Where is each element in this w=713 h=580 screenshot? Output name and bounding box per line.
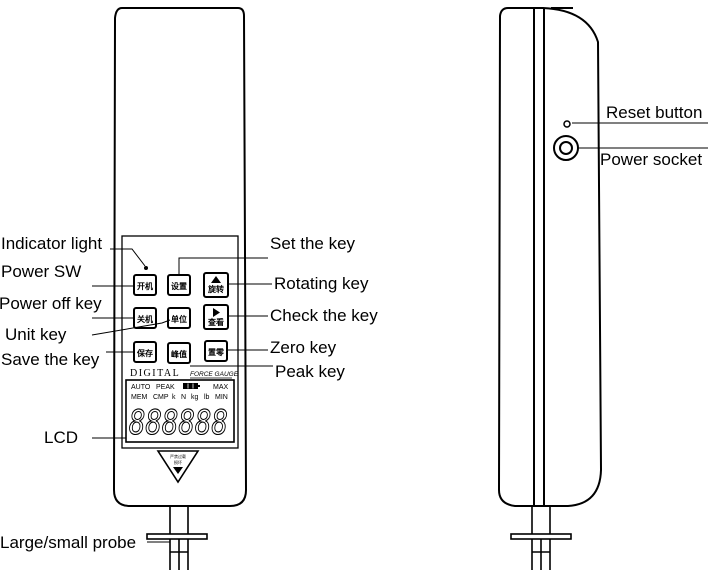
zero-key[interactable]: 置零: [204, 340, 228, 362]
peak-key-label: 峰值: [171, 349, 187, 359]
label-rotating-key: Rotating key: [274, 274, 369, 293]
warning-line2: 损坏: [174, 459, 182, 465]
rotate-key-label: 旋转: [207, 284, 224, 294]
lcd-unit-k: k: [172, 394, 176, 401]
setup-key[interactable]: 设置: [167, 274, 191, 296]
indicator-light-dot: [144, 266, 148, 270]
unit-key-label: 单位: [171, 314, 187, 324]
label-reset-button: Reset button: [606, 103, 702, 122]
triangle-down-icon: [173, 467, 183, 474]
leader-indicator-light: [110, 248, 146, 267]
lcd-unit-n: N: [181, 394, 186, 401]
label-probe: Large/small probe: [0, 533, 136, 552]
warning-triangle: 严禁过载 损坏: [156, 450, 200, 484]
label-power-sw: Power SW: [1, 262, 81, 281]
save-key[interactable]: 保存: [133, 341, 157, 363]
unit-key[interactable]: 单位: [167, 307, 191, 329]
warning-line1: 严禁过载: [170, 453, 186, 459]
lcd-unit-kg: kg: [191, 394, 199, 401]
triangle-right-icon: [213, 308, 220, 317]
lcd-peak: PEAK: [156, 384, 175, 391]
battery-icon: [183, 383, 200, 389]
front-device-body: [112, 7, 248, 507]
power-on-key[interactable]: 开机: [133, 274, 157, 296]
side-probe: [510, 506, 572, 570]
brand-digital: DIGITAL: [130, 368, 180, 379]
power-off-key[interactable]: 关机: [133, 307, 157, 329]
lcd-auto: AUTO: [131, 384, 151, 391]
power-off-key-label: 关机: [137, 314, 153, 324]
lcd-unit-lb: lb: [204, 394, 210, 401]
power-socket[interactable]: [553, 135, 579, 161]
leader-set-key: [178, 257, 268, 275]
save-key-label: 保存: [136, 348, 153, 358]
check-key[interactable]: 查看: [203, 304, 229, 330]
lcd-cmp: CMP: [153, 394, 169, 401]
lcd-max: MAX: [213, 384, 229, 391]
label-indicator-light: Indicator light: [1, 234, 102, 253]
power-on-key-label: 开机: [137, 281, 153, 291]
check-key-label: 查看: [208, 317, 224, 327]
label-peak-key: Peak key: [275, 362, 345, 381]
label-zero-key: Zero key: [270, 338, 337, 357]
triangle-up-icon: [211, 276, 221, 283]
reset-button-hole[interactable]: [563, 120, 571, 128]
label-power-off-key: Power off key: [0, 294, 102, 313]
lcd-min: MIN: [215, 394, 228, 401]
label-unit-key: Unit key: [5, 325, 67, 344]
brand-force-gauge: FORCE GAUGE: [190, 371, 239, 378]
label-lcd: LCD: [44, 428, 78, 447]
lcd-screen: AUTO PEAK MAX MEM CMP k N kg lb MIN 8888…: [125, 379, 235, 444]
peak-key[interactable]: 峰值: [167, 342, 191, 364]
zero-key-label: 置零: [208, 347, 225, 357]
keypad-panel: [121, 235, 239, 449]
label-check-key: Check the key: [270, 306, 378, 325]
label-power-socket: Power socket: [600, 150, 702, 169]
front-probe: [146, 506, 208, 570]
rotate-key[interactable]: 旋转: [203, 272, 229, 298]
lcd-digits: 888888: [129, 403, 228, 443]
leader-unit-key: [91, 319, 171, 336]
side-device-body: [497, 7, 603, 507]
lcd-mem: MEM: [131, 394, 148, 401]
label-save-key: Save the key: [1, 350, 100, 369]
label-set-key: Set the key: [270, 234, 356, 253]
setup-key-label: 设置: [171, 281, 187, 291]
